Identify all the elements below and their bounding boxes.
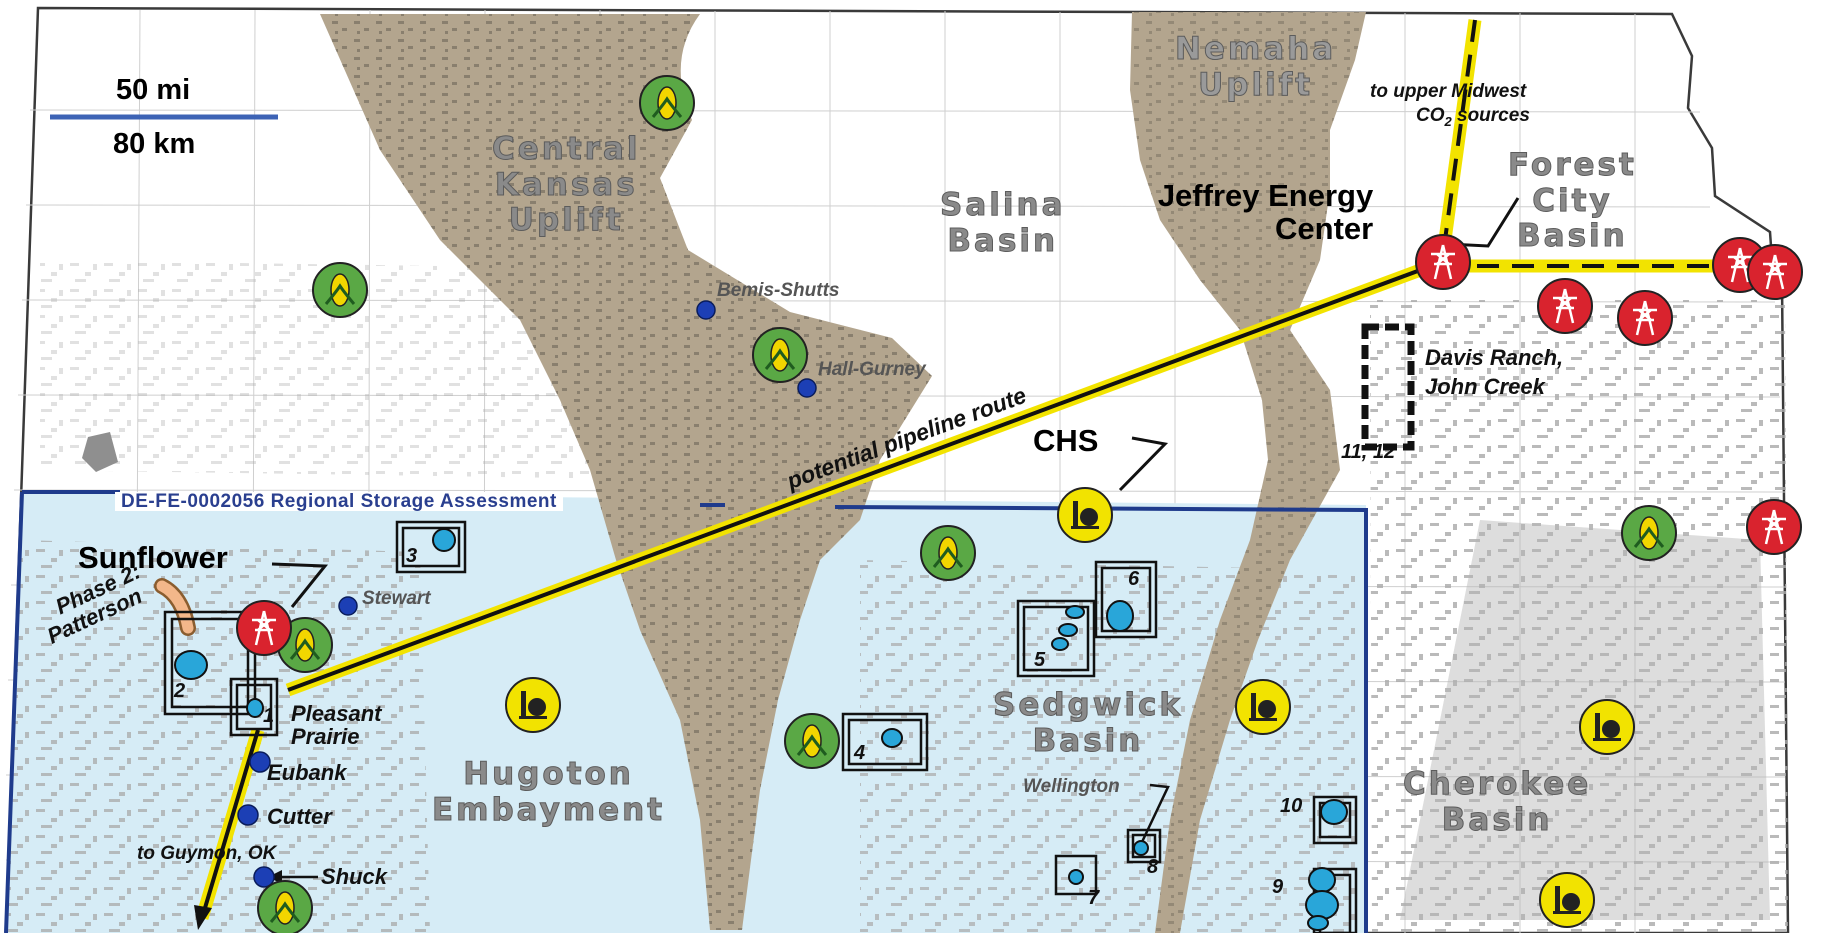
sunflower-label: Sunflower	[78, 540, 228, 575]
site-number-7: 7	[1088, 887, 1100, 909]
assessment-label: DE-FE-0002056 Regional Storage Assessmen…	[115, 492, 563, 511]
site-number-2: 2	[174, 680, 186, 702]
shuck-label: Shuck	[321, 864, 388, 889]
site-number-11-12: 11, 12	[1341, 441, 1396, 463]
stewart-label: Stewart	[362, 588, 431, 609]
storage-site-boxes	[163, 323, 1415, 933]
site-number-4: 4	[854, 742, 866, 764]
site-number-3: 3	[406, 545, 418, 567]
site-number-6: 6	[1128, 568, 1140, 590]
oil-field-dot-icon	[237, 300, 817, 888]
upper-midwest-label: to upper Midwest CO2 sources	[1370, 81, 1530, 129]
bemis-shutts-label: Bemis-Shutts	[717, 280, 840, 301]
guymon-label: to Guymon, OK	[137, 843, 277, 864]
assessment-border	[4, 490, 1368, 933]
pipelines	[194, 19, 1742, 930]
chs-label: CHS	[1033, 423, 1099, 458]
site-number-8: 8	[1147, 856, 1159, 878]
site-number-1: 1	[263, 705, 275, 727]
davis-ranch-label: Davis Ranch,John Creek	[1425, 345, 1564, 399]
power-plant-icon	[236, 234, 1803, 656]
ethanol-plant-icon	[257, 75, 1677, 933]
site-number-5: 5	[1034, 649, 1046, 671]
cutter-label: Cutter	[267, 804, 332, 829]
eubank-label: Eubank	[267, 760, 347, 785]
scale-km: 80 km	[113, 128, 196, 160]
refinery-icon	[505, 487, 1635, 928]
scale-miles: 50 mi	[116, 74, 191, 106]
storage-site-icon	[174, 528, 1348, 931]
site-number-9: 9	[1272, 876, 1284, 898]
hall-gurney-label: Hall-Gurney	[818, 359, 926, 380]
wellington-label: Wellington	[1023, 776, 1120, 797]
site-number-10: 10	[1280, 795, 1303, 817]
